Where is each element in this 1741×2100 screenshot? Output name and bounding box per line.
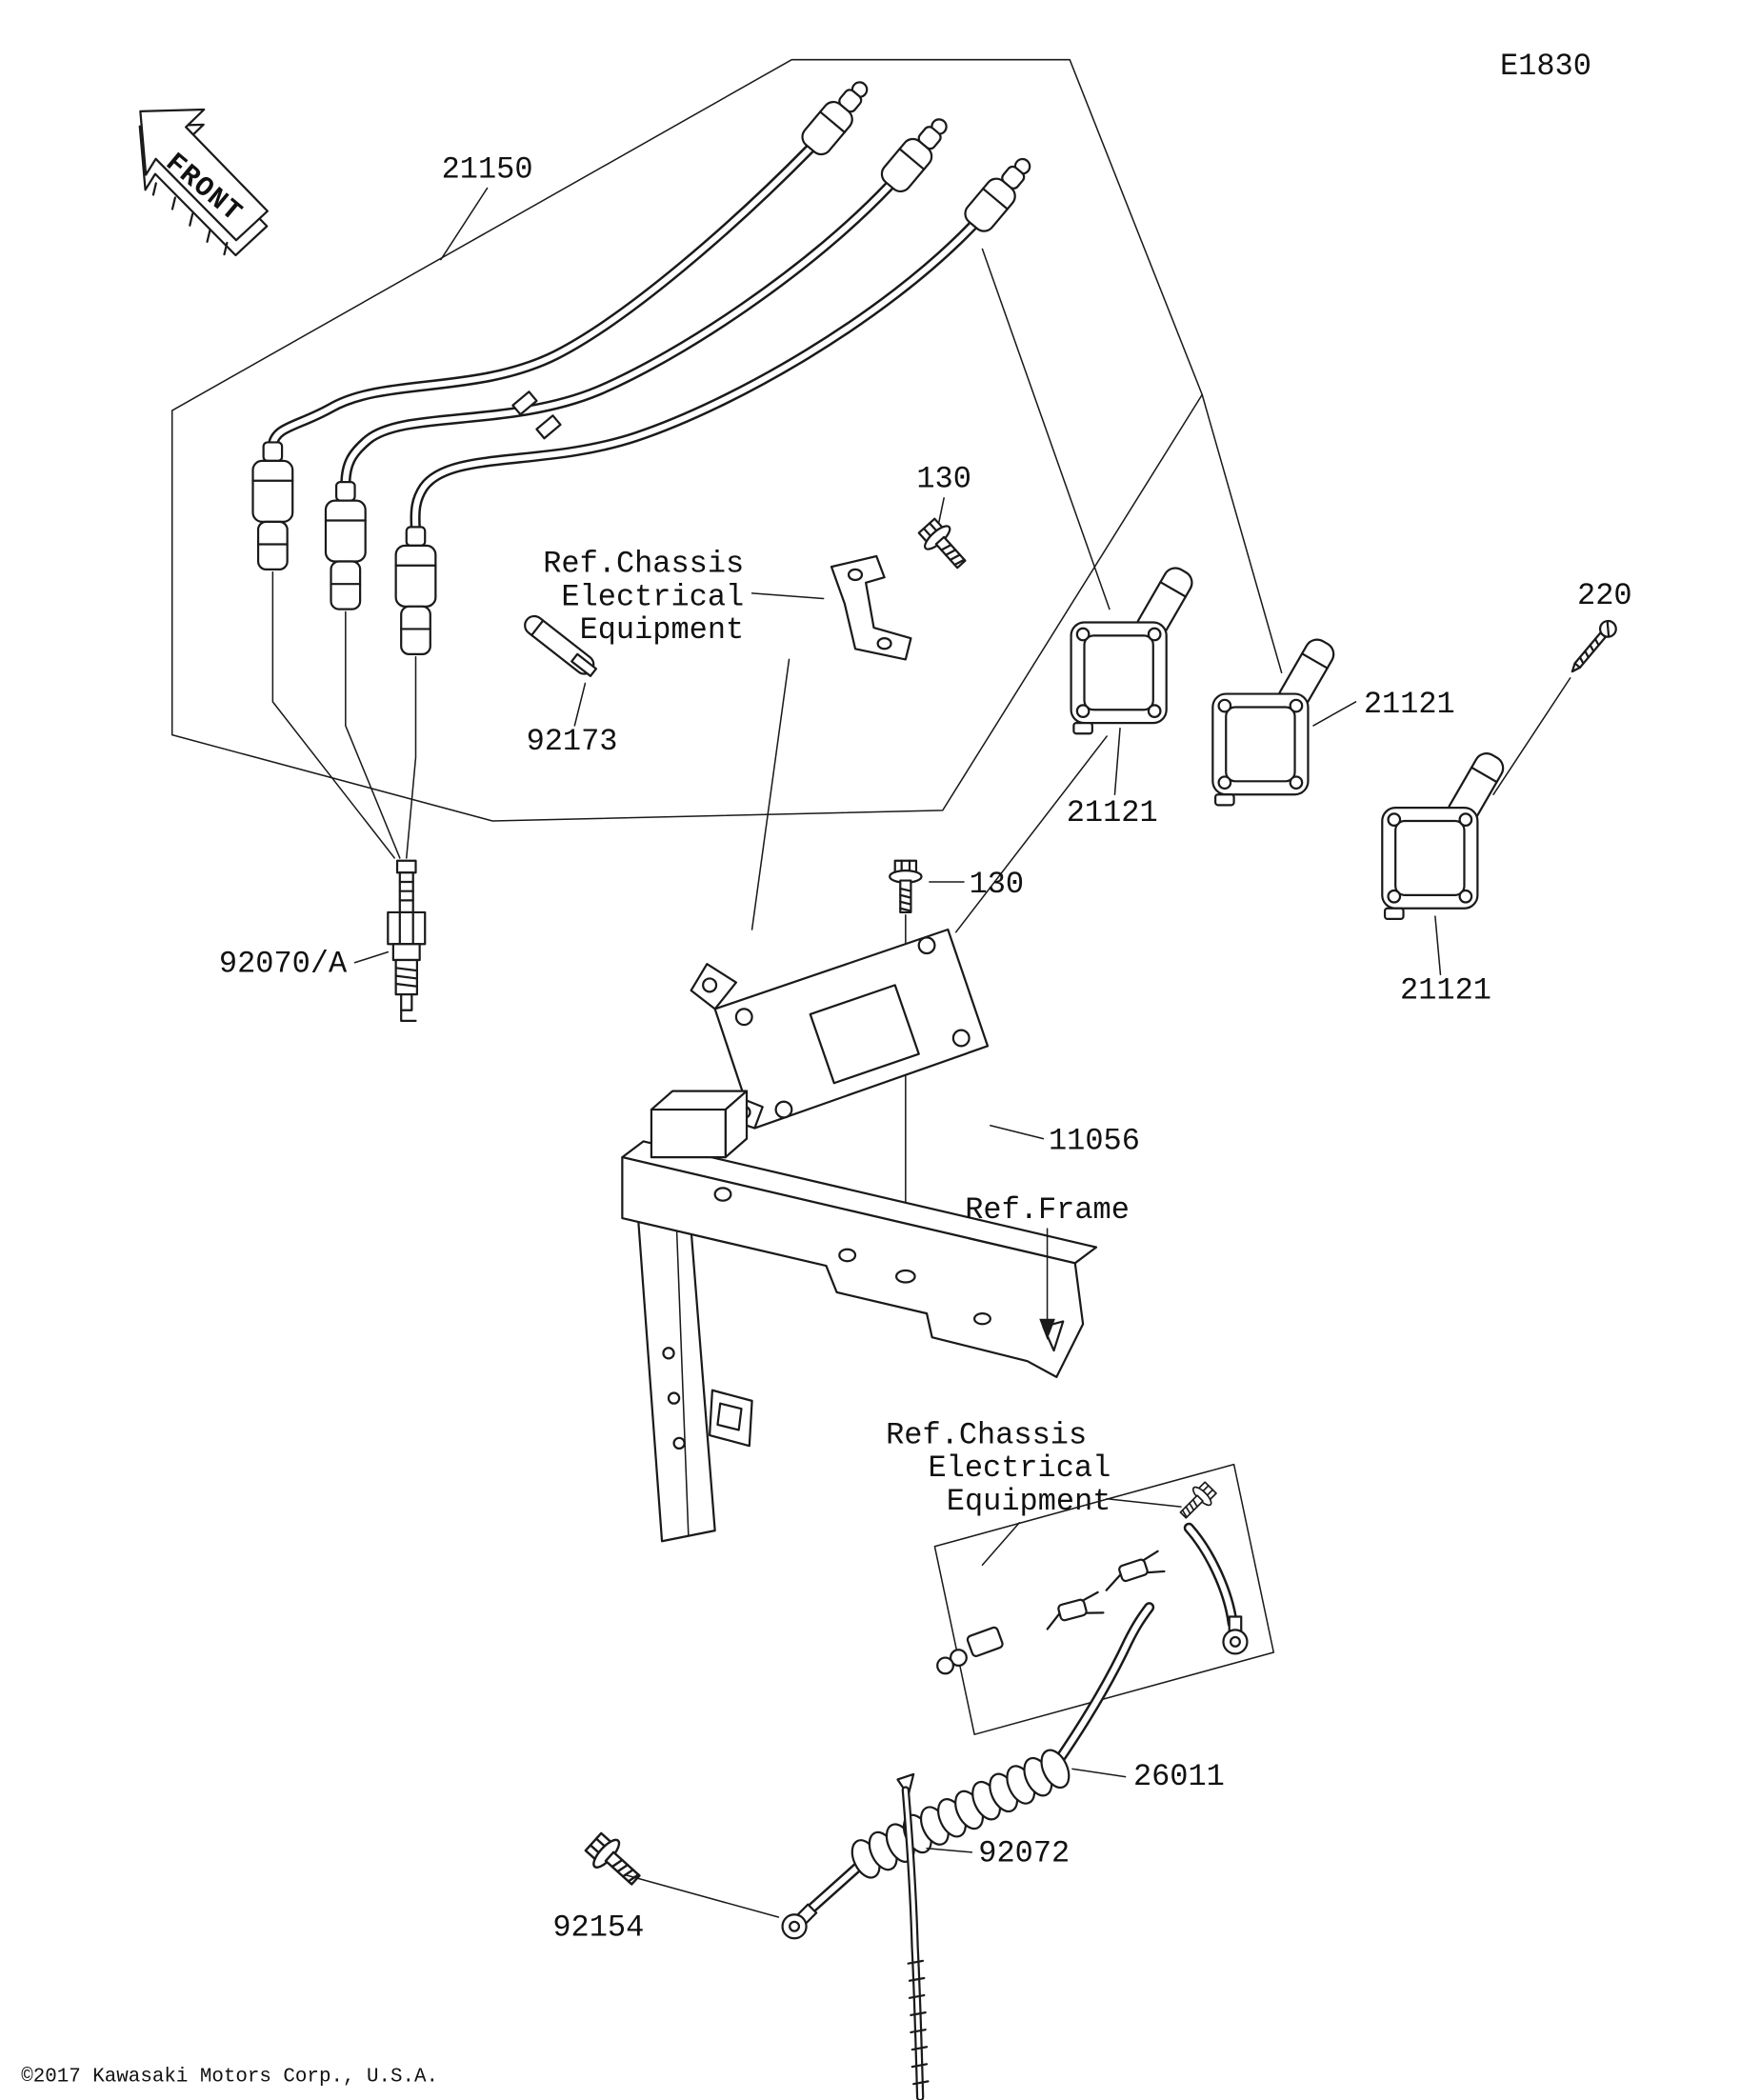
frame (621, 1090, 1098, 1543)
ref-chassis-bottom: Ref.Chassis Electrical Equipment (886, 1417, 1182, 1567)
screw-220: 220 (1492, 578, 1632, 795)
battery-cable-26011: 26011 (776, 1602, 1225, 1945)
part-label-21150: 21150 (442, 151, 533, 187)
diagram-code: E1830 (1500, 49, 1591, 84)
band-92072: 92072 (896, 1772, 1070, 2100)
spark-plug-leads-assembly: 21150 (170, 58, 1283, 859)
ref-frame-label: Ref.Frame (965, 1192, 1130, 1340)
bolt-130-middle: 130 (889, 859, 1025, 1270)
ref-chassis-top-line1: Ref.Chassis (543, 547, 744, 582)
ignition-coil-a: 21121 (954, 562, 1198, 933)
ref-chassis-bottom-line3: Equipment (947, 1484, 1111, 1519)
plug-cap-icon (796, 72, 878, 160)
ref-chassis-bottom-line1: Ref.Chassis (886, 1417, 1087, 1452)
plug-cap-icon (959, 150, 1041, 237)
bracket-ref-chassis-top: Ref.Chassis Electrical Equipment (543, 547, 912, 930)
ignition-coil-c: 21121 (1381, 748, 1509, 1008)
front-arrow: FRONT (138, 108, 269, 257)
part-label-11056: 11056 (1049, 1124, 1140, 1159)
ref-chassis-top-line3: Equipment (580, 612, 745, 648)
part-label-92154: 92154 (552, 1910, 644, 1945)
bolt-92154: 92154 (552, 1828, 780, 1945)
lead-wires (267, 143, 979, 535)
part-label-130-top: 130 (916, 462, 971, 497)
front-arrow-body (139, 108, 269, 242)
part-label-92072: 92072 (978, 1836, 1070, 1871)
connector-cluster (933, 1463, 1275, 1735)
part-label-92173: 92173 (527, 724, 618, 759)
ref-frame-text: Ref.Frame (965, 1192, 1130, 1228)
plug-cap-icon (251, 441, 294, 571)
fork-terminal-icon (1105, 1550, 1166, 1591)
part-label-220: 220 (1577, 578, 1632, 613)
plug-cap-icon (394, 526, 437, 655)
plug-cap-icon (876, 110, 957, 197)
part-label-21121-b: 21121 (1364, 687, 1455, 722)
part-label-130-middle: 130 (970, 867, 1025, 902)
front-arrow-shadow (138, 123, 269, 257)
part-label-26011: 26011 (1133, 1759, 1225, 1794)
part-label-21121-a: 21121 (1067, 795, 1158, 830)
plug-cap-icon (324, 481, 367, 610)
ignition-coil-b: 21121 (1211, 633, 1455, 807)
part-label-92070A: 92070/A (219, 946, 348, 981)
bolt-130-top: 130 (913, 462, 974, 576)
bracket-11056: 11056 (690, 928, 1140, 1159)
small-connector-icon (966, 1626, 1004, 1657)
copyright: ©2017 Kawasaki Motors Corp., U.S.A. (21, 2066, 438, 2088)
spark-plug: 92070/A (219, 859, 427, 1023)
leads-boundary-box (170, 58, 1203, 822)
fork-terminal-icon (1046, 1590, 1105, 1630)
part-label-21121-c: 21121 (1400, 972, 1491, 1008)
ref-chassis-top-line2: Electrical (561, 579, 744, 614)
clamp-92173: 92173 (524, 614, 618, 759)
ref-chassis-bottom-line2: Electrical (928, 1450, 1111, 1486)
